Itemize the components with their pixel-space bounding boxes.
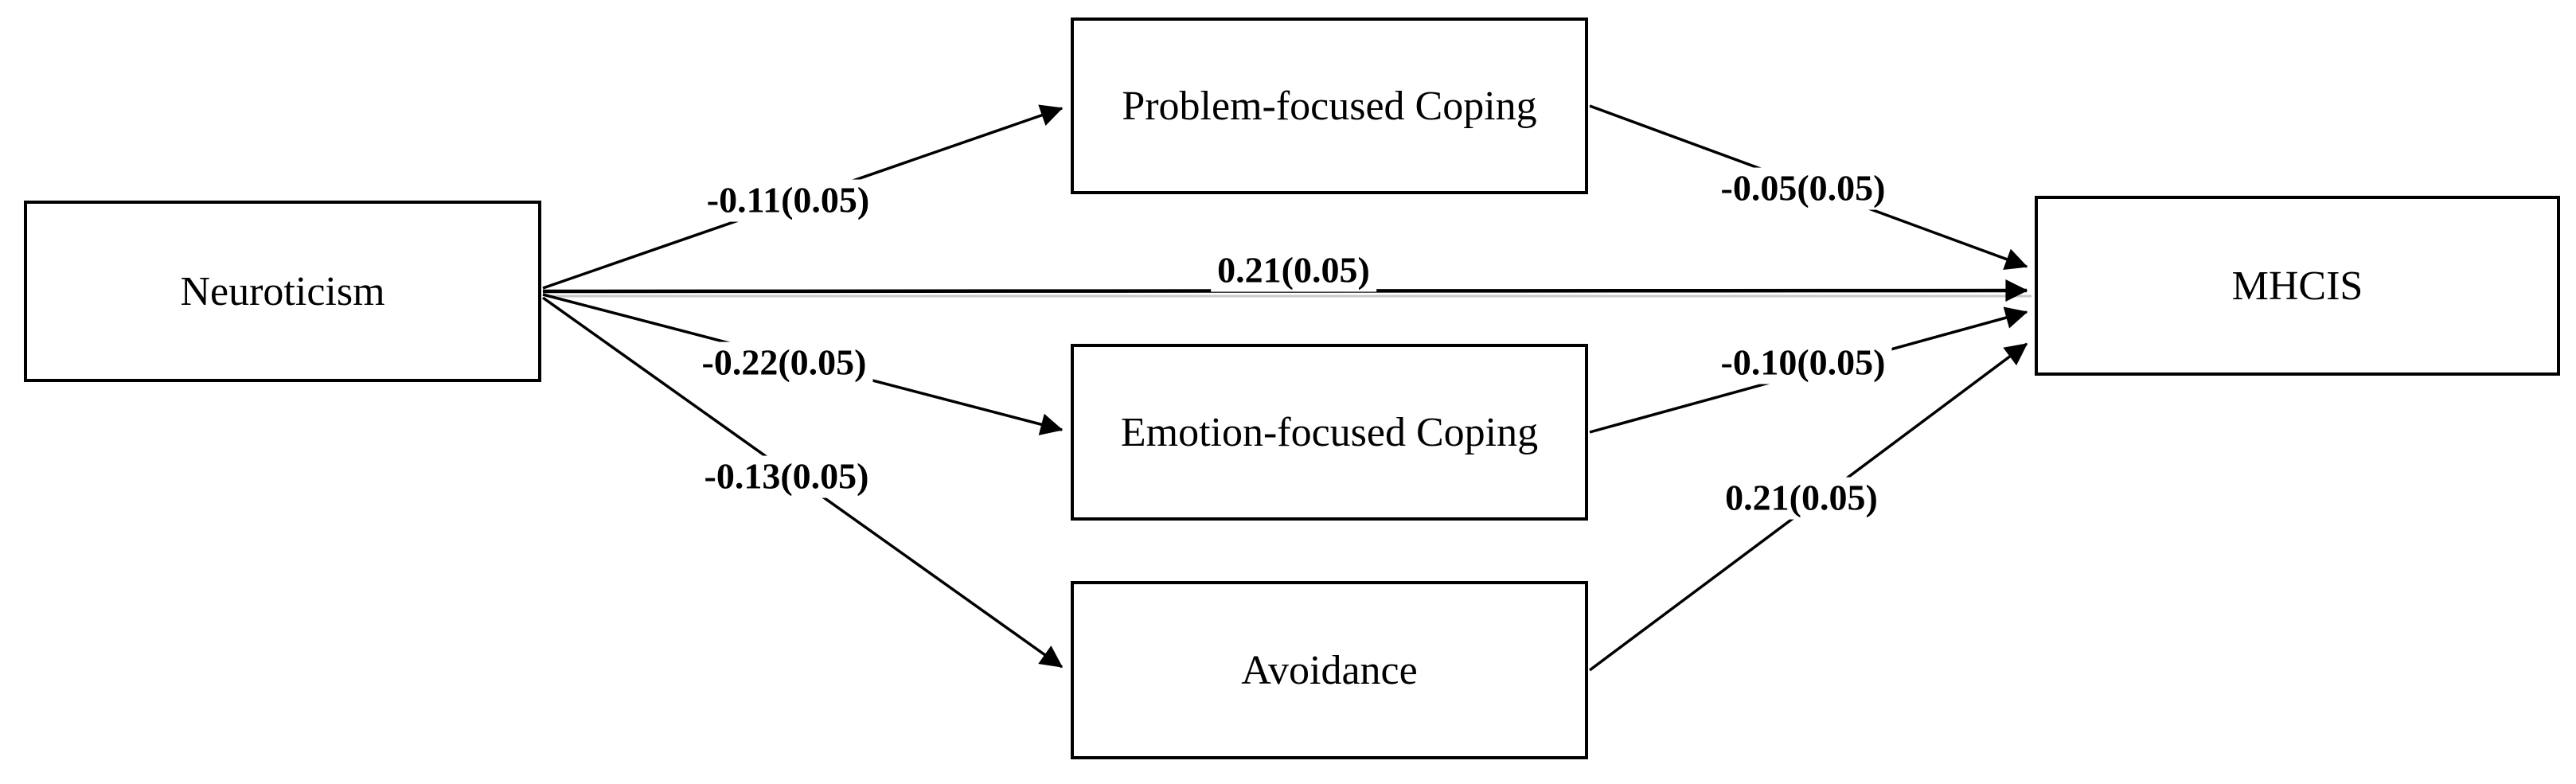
node-neuroticism: Neuroticism xyxy=(24,201,541,382)
edge-label-problem-mhcis: -0.05(0.05) xyxy=(1714,167,1892,210)
edge-label-avoidance-mhcis: 0.21(0.05) xyxy=(1719,477,1884,520)
edge-label-neuroticism-avoidance: -0.13(0.05) xyxy=(697,455,876,498)
edge-label-emotion-mhcis: -0.10(0.05) xyxy=(1714,341,1892,384)
node-problem-focused-coping: Problem-focused Coping xyxy=(1071,18,1588,194)
edge-label-neuroticism-problem: -0.11(0.05) xyxy=(700,179,876,222)
node-avoidance-label: Avoidance xyxy=(1241,647,1418,693)
edge-label-neuroticism-mhcis: 0.21(0.05) xyxy=(1211,249,1376,292)
node-mhcis-label: MHCIS xyxy=(2231,263,2363,309)
node-mhcis: MHCIS xyxy=(2035,196,2560,376)
node-problem-focused-coping-label: Problem-focused Coping xyxy=(1122,83,1537,129)
node-neuroticism-label: Neuroticism xyxy=(180,268,385,314)
edge-label-neuroticism-emotion: -0.22(0.05) xyxy=(695,341,873,384)
node-avoidance: Avoidance xyxy=(1071,581,1588,759)
node-emotion-focused-coping: Emotion-focused Coping xyxy=(1071,344,1588,521)
node-emotion-focused-coping-label: Emotion-focused Coping xyxy=(1120,409,1539,455)
